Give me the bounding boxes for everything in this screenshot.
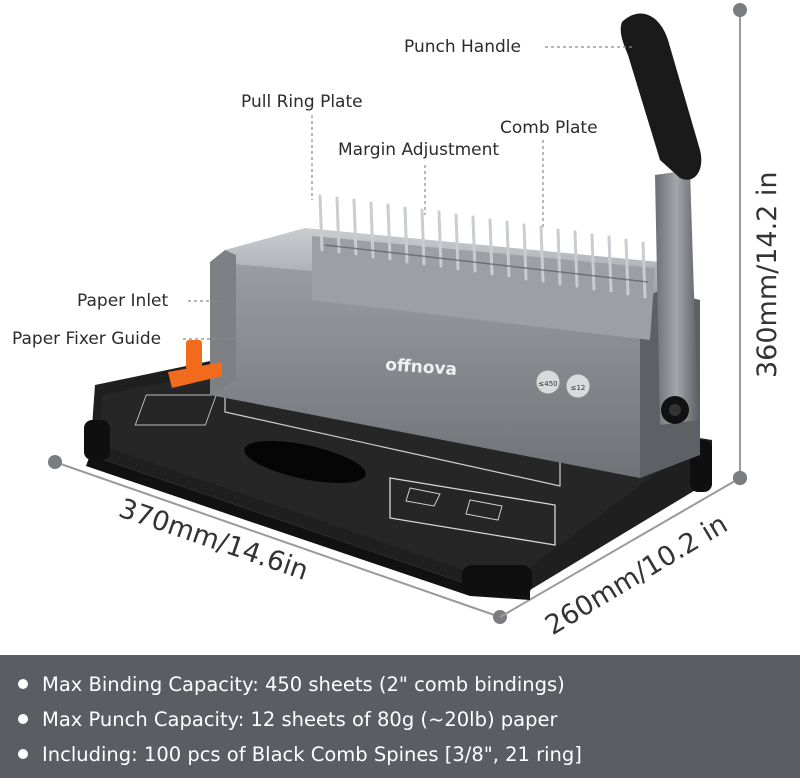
product-illustration: ≤450 ≤12 offnova xyxy=(12,3,783,642)
dimension-lines xyxy=(48,3,747,624)
bullet-icon xyxy=(18,713,28,724)
sheet-capacity-badge: ≤450 xyxy=(538,380,557,388)
specs-list: Max Binding Capacity: 450 sheets (2" com… xyxy=(0,655,800,772)
callout-comb-plate: Comb Plate xyxy=(500,118,598,138)
comb-binding-machine-image: ≤450 ≤12 offnova xyxy=(48,3,747,624)
bullet-icon xyxy=(18,748,28,759)
brand-logo: offnova xyxy=(385,355,458,380)
callout-leaders xyxy=(183,46,635,368)
spec-item: Including: 100 pcs of Black Comb Spines … xyxy=(18,737,800,772)
callout-paper-fixer-guide: Paper Fixer Guide xyxy=(12,329,162,349)
callout-punch-handle: Punch Handle xyxy=(404,37,521,57)
callout-paper-inlet: Paper Inlet xyxy=(77,291,169,311)
punch-handle-part xyxy=(620,13,702,425)
spec-item: Max Punch Capacity: 12 sheets of 80g (~2… xyxy=(18,702,800,737)
spec-item: Max Binding Capacity: 450 sheets (2" com… xyxy=(18,667,800,702)
bullet-icon xyxy=(18,678,28,689)
paper-fixer-guide-part xyxy=(168,340,222,388)
callout-pull-ring-plate: Pull Ring Plate xyxy=(241,92,363,112)
punch-capacity-badge: ≤12 xyxy=(571,384,586,392)
height-dimension-label: 360mm/14.2 in xyxy=(752,171,783,378)
callout-margin-adjustment: Margin Adjustment xyxy=(338,140,500,160)
specs-panel: Max Binding Capacity: 450 sheets (2" com… xyxy=(0,655,800,778)
